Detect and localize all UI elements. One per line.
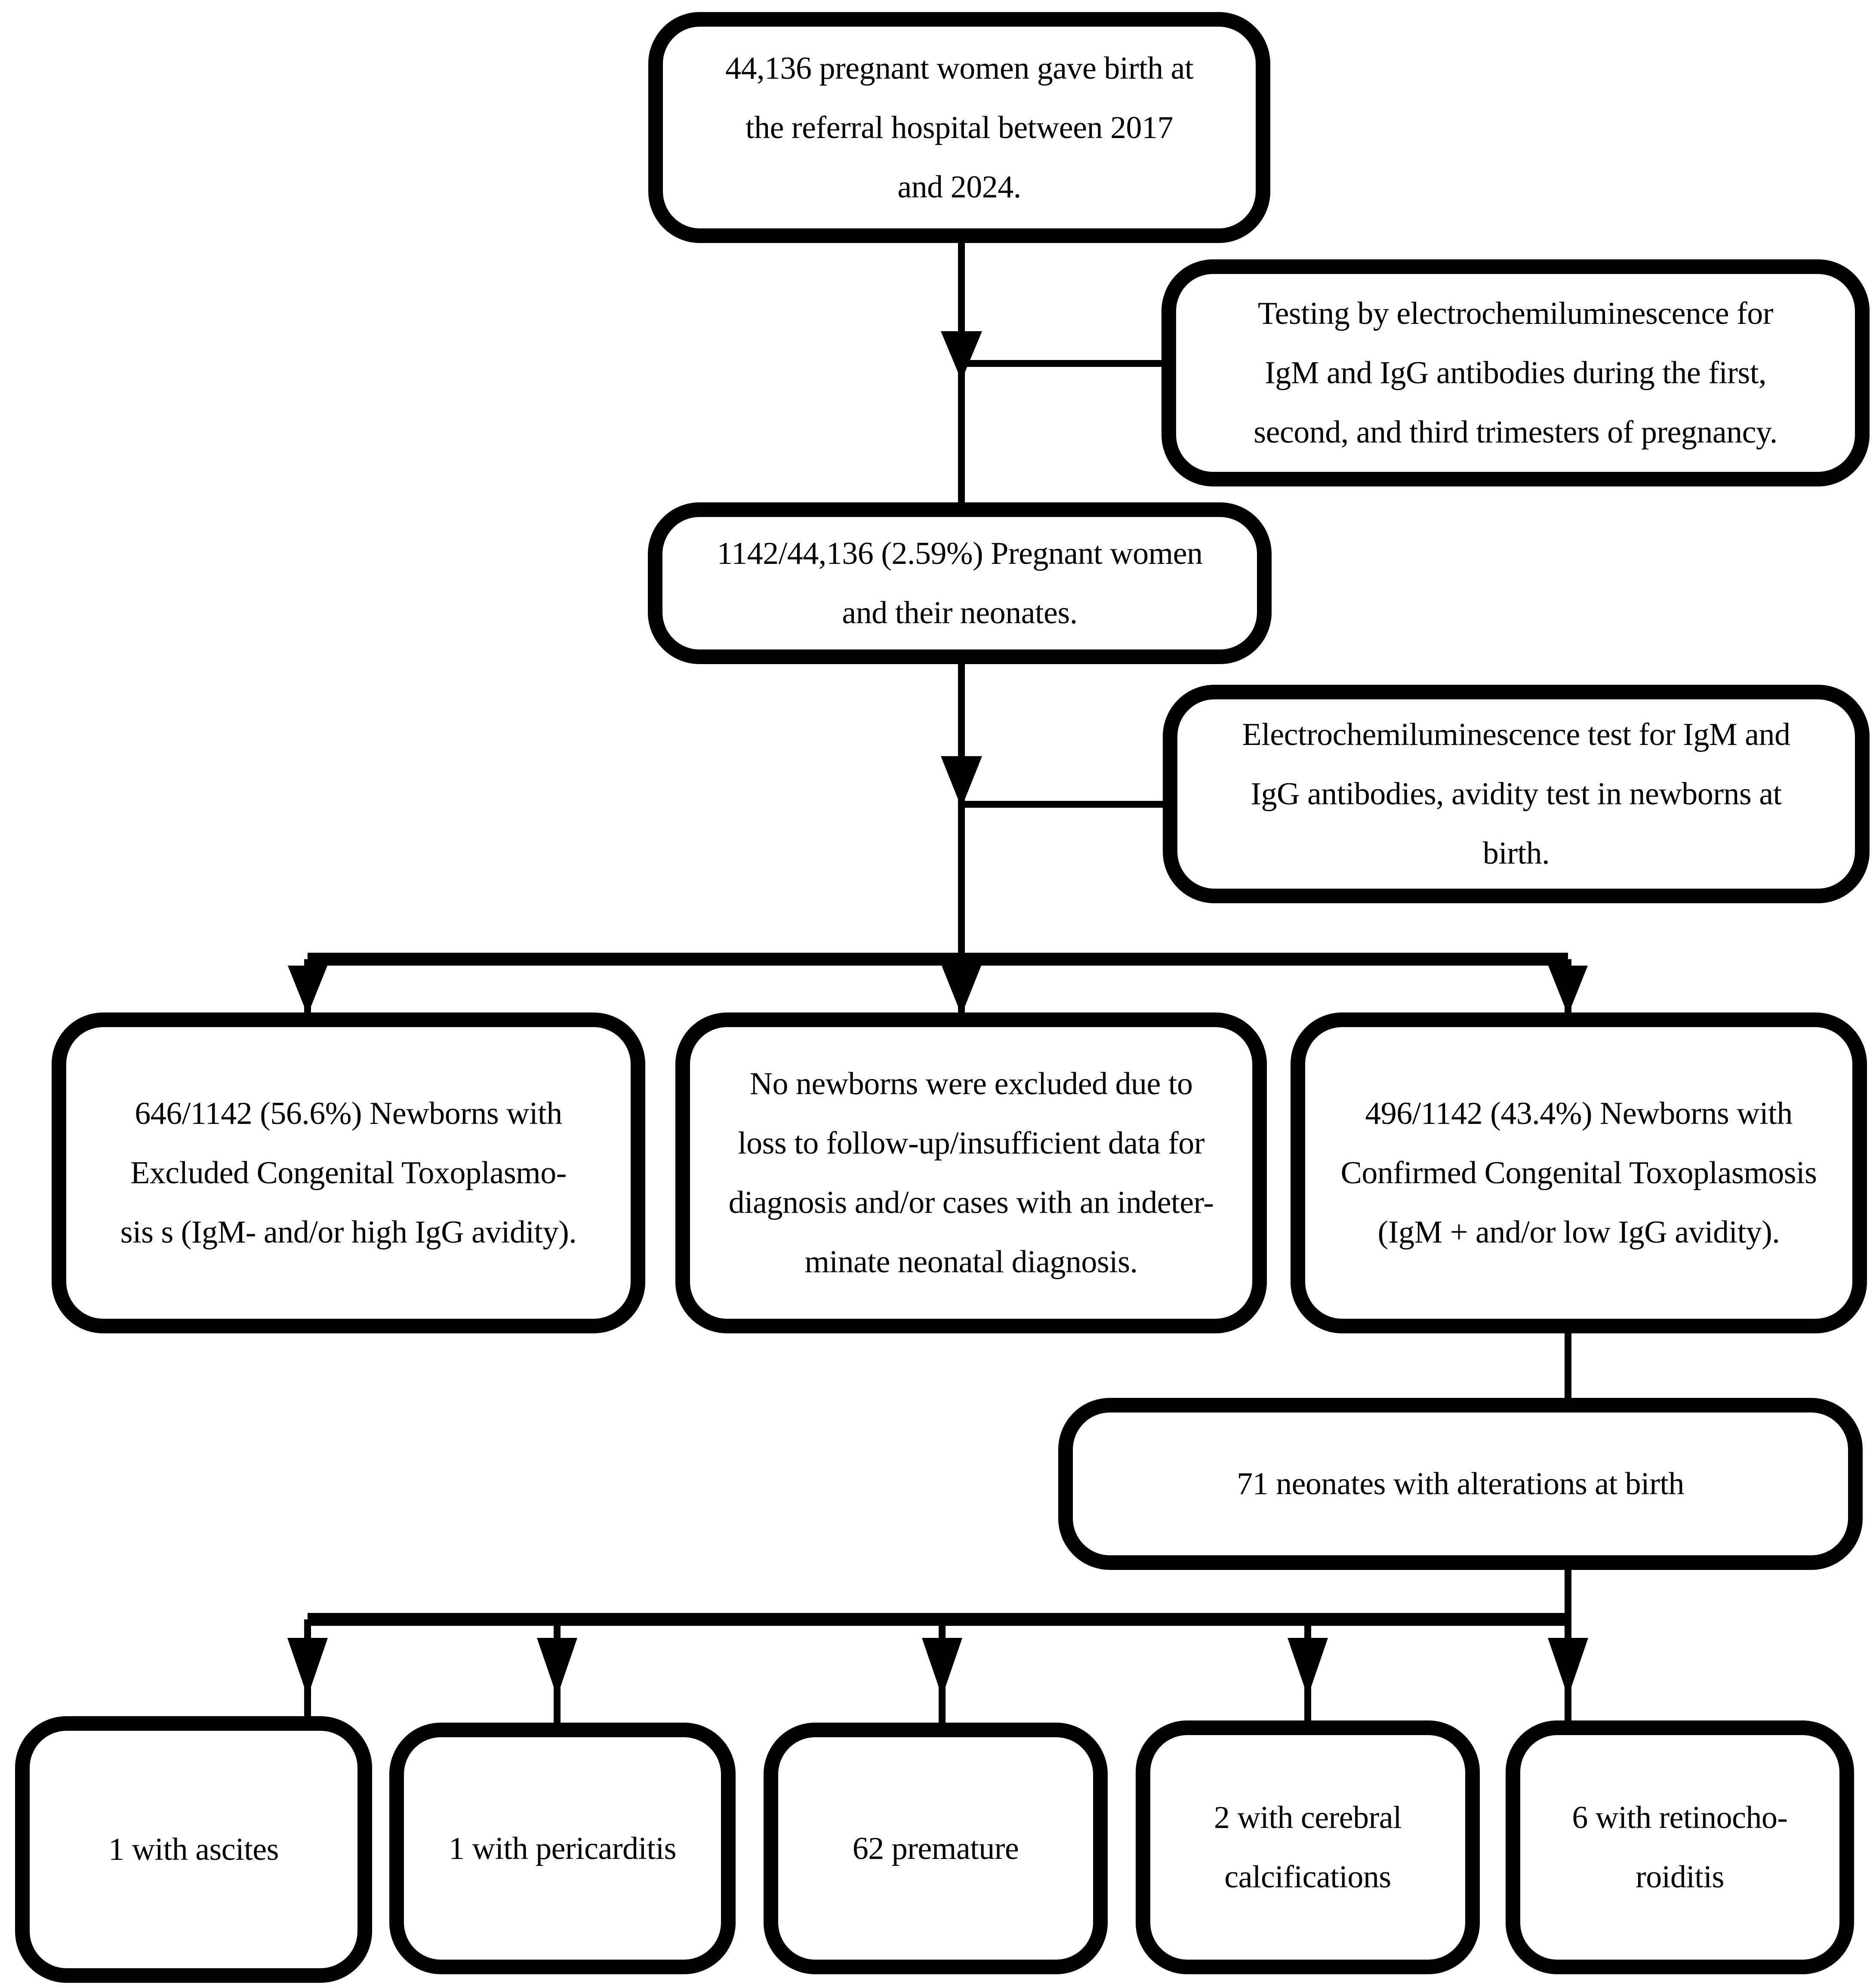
node-maternal-testing-note: Testing by electrochemiluminescence for …: [1161, 259, 1870, 486]
node-no-exclusions-text: No newborns were excluded due to loss to…: [728, 1066, 1214, 1280]
node-screened: 1142/44,136 (2.59%) Pregnant women and t…: [648, 502, 1272, 664]
node-cerebral-calcifications: 2 with cerebral calcifications: [1136, 1720, 1480, 1974]
arrowhead-screened-to-split: [941, 756, 982, 808]
node-alterations-text: 71 neonates with alterations at birth: [1237, 1466, 1684, 1502]
node-retinochoroiditis: 6 with retinocho- roiditis: [1506, 1720, 1854, 1974]
node-cohort-text: 44,136 pregnant women gave birth at the …: [725, 50, 1194, 205]
node-confirmed: 496/1142 (43.4%) Newborns with Confirmed…: [1291, 1012, 1867, 1333]
node-excluded-text: 646/1142 (56.6%) Newborns with Excluded …: [120, 1096, 577, 1250]
node-maternal-testing-note-text: Testing by electrochemiluminescence for …: [1254, 296, 1778, 450]
node-pericarditis-text: 1 with pericarditis: [449, 1831, 676, 1866]
node-excluded: 646/1142 (56.6%) Newborns with Excluded …: [52, 1012, 645, 1333]
arrowhead-premature: [922, 1638, 962, 1697]
node-ascites: 1 with ascites: [15, 1716, 372, 1983]
node-screened-text: 1142/44,136 (2.59%) Pregnant women and t…: [717, 536, 1203, 631]
node-retinochoroiditis-text: 6 with retinocho- roiditis: [1572, 1800, 1788, 1895]
arrowhead-retinochoroiditis: [1548, 1638, 1588, 1697]
node-newborn-testing-note-text: Electrochemiluminescence test for IgM an…: [1242, 717, 1791, 871]
node-ascites-text: 1 with ascites: [108, 1832, 279, 1867]
node-premature-text: 62 premature: [852, 1831, 1019, 1866]
node-no-exclusions: No newborns were excluded due to loss to…: [675, 1012, 1267, 1333]
node-premature: 62 premature: [764, 1723, 1108, 1974]
arrowhead-ascites: [287, 1638, 328, 1697]
arrowhead-cohort-to-screened: [941, 331, 982, 381]
node-confirmed-text: 496/1142 (43.4%) Newborns with Confirmed…: [1340, 1096, 1817, 1250]
arrowhead-pericarditis: [537, 1638, 577, 1697]
arrowhead-excluded: [288, 966, 327, 1015]
arrowhead-calcifications: [1288, 1638, 1328, 1697]
node-cohort: 44,136 pregnant women gave birth at the …: [648, 12, 1270, 243]
node-newborn-testing-note: Electrochemiluminescence test for IgM an…: [1163, 685, 1870, 903]
node-alterations: 71 neonates with alterations at birth: [1058, 1398, 1863, 1570]
arrowhead-confirmed: [1548, 966, 1588, 1015]
arrowhead-no-exclusions: [942, 966, 981, 1015]
node-pericarditis: 1 with pericarditis: [389, 1723, 736, 1974]
node-cerebral-calcifications-text: 2 with cerebral calcifications: [1214, 1800, 1402, 1895]
